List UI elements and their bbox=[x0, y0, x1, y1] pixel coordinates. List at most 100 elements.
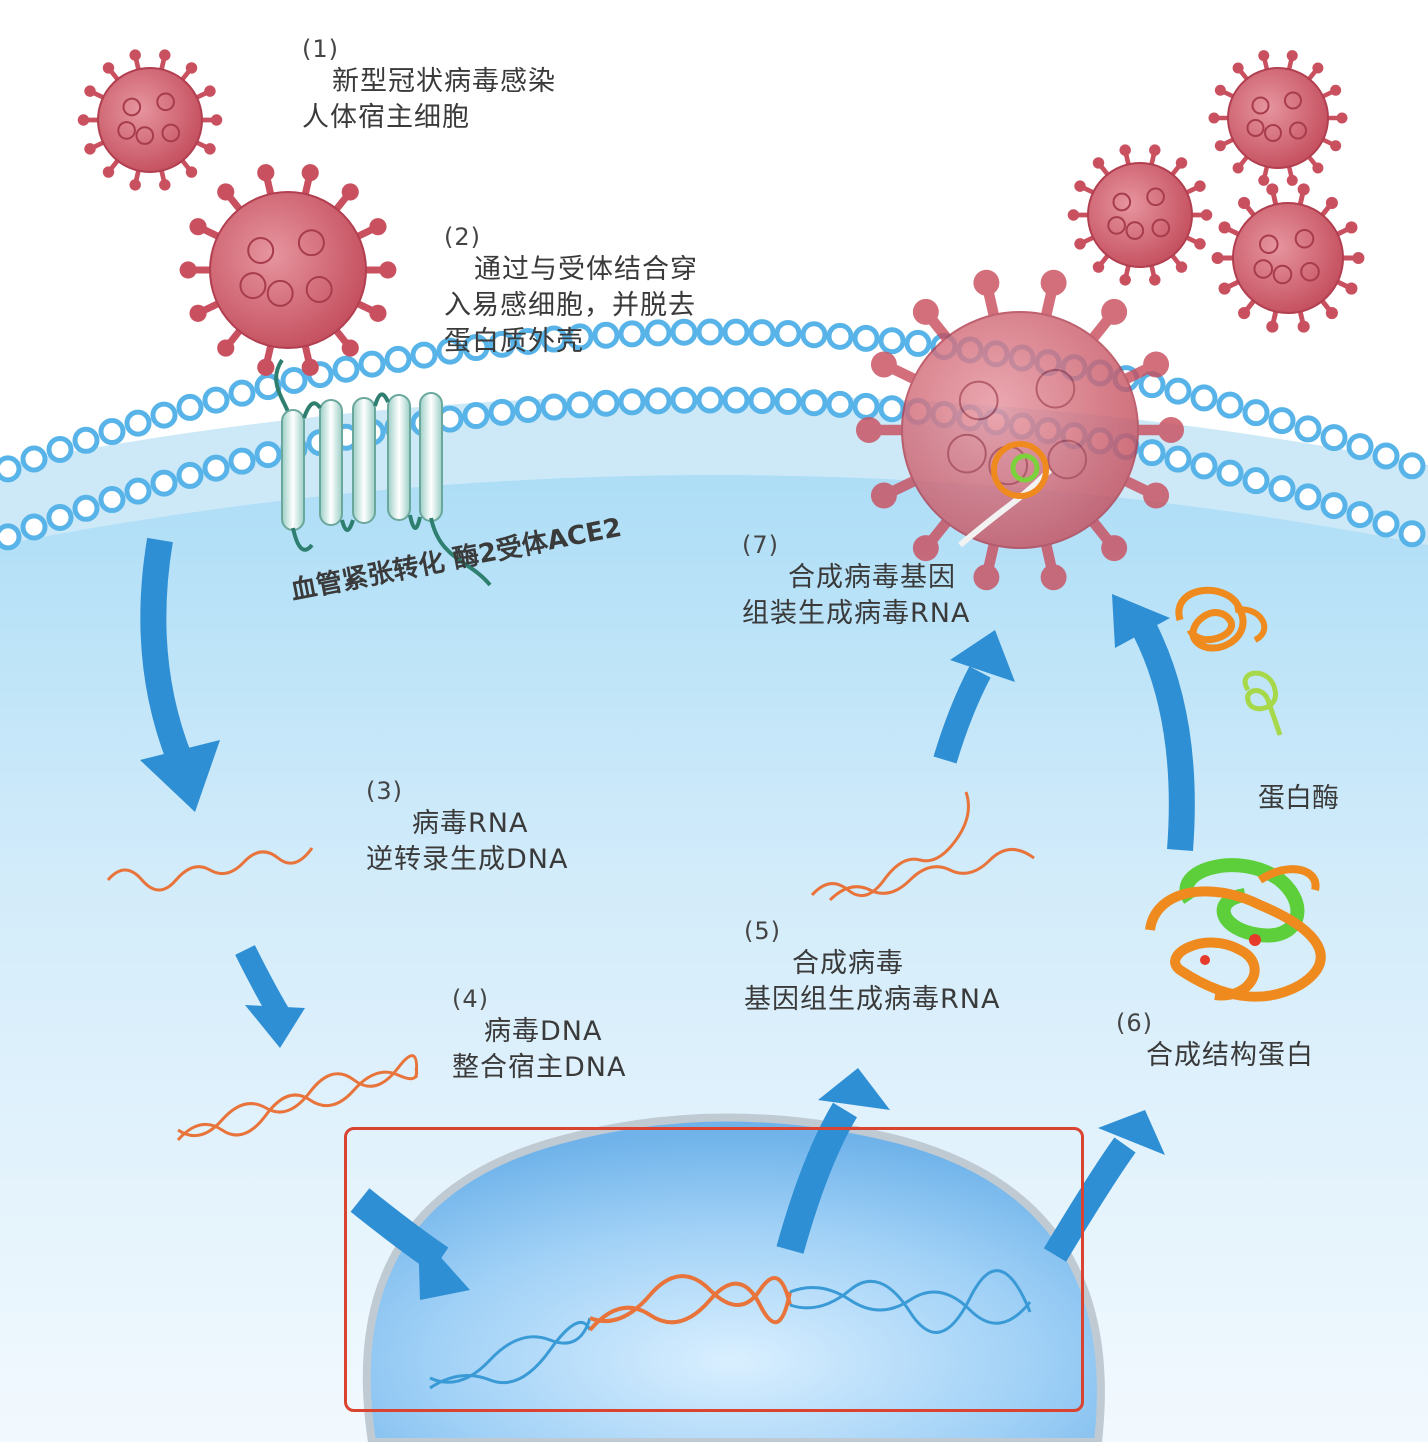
lipid-head bbox=[1164, 445, 1192, 473]
lipid-head bbox=[488, 330, 516, 358]
lipid-head bbox=[592, 321, 620, 349]
lipid-head bbox=[1216, 459, 1244, 487]
coronavirus-particle bbox=[1211, 183, 1365, 333]
lipid-head bbox=[618, 320, 646, 348]
lipid-head bbox=[852, 324, 880, 352]
viral-rna-strand bbox=[106, 847, 314, 892]
nucleus-highlight-box bbox=[344, 1127, 1084, 1412]
lipid-head bbox=[1268, 407, 1296, 435]
lipid-head bbox=[1372, 510, 1400, 538]
lipid-head bbox=[1398, 452, 1426, 480]
step-4-label: (4) 病毒DNA 整合宿主DNA bbox=[452, 985, 627, 1083]
lipid-head bbox=[150, 469, 178, 497]
lipid-head bbox=[566, 323, 594, 351]
lipid-head bbox=[722, 318, 750, 346]
process-arrow bbox=[1112, 594, 1195, 851]
lipid-head bbox=[878, 395, 906, 423]
lipid-head bbox=[670, 386, 698, 414]
lipid-head bbox=[1346, 433, 1374, 461]
lipid-head bbox=[1398, 520, 1426, 548]
lipid-head bbox=[436, 337, 464, 365]
lipid-head bbox=[98, 486, 126, 514]
lipid-head bbox=[202, 386, 230, 414]
lipid-head bbox=[1294, 483, 1322, 511]
lipid-head bbox=[696, 386, 724, 414]
lipid-head bbox=[592, 389, 620, 417]
lipid-head bbox=[176, 393, 204, 421]
lipid-head bbox=[384, 345, 412, 373]
process-arrow bbox=[235, 945, 305, 1048]
lipid-head bbox=[852, 392, 880, 420]
lipid-head bbox=[1320, 424, 1348, 452]
lipid-head bbox=[566, 391, 594, 419]
lipid-head bbox=[72, 494, 100, 522]
lipid-head bbox=[1164, 377, 1192, 405]
lipid-head bbox=[228, 379, 256, 407]
step-7-label: (7) 合成病毒基因 组装生成病毒RNA bbox=[742, 531, 971, 629]
lipid-head bbox=[1294, 415, 1322, 443]
lipid-head bbox=[1138, 371, 1166, 399]
lipid-head bbox=[540, 325, 568, 353]
lipid-head bbox=[644, 387, 672, 415]
step-1-label: (1) 新型冠状病毒感染 人体宿主细胞 bbox=[302, 35, 556, 133]
lipid-head bbox=[72, 426, 100, 454]
virus-group bbox=[77, 49, 1365, 376]
lipid-head bbox=[644, 319, 672, 347]
lipid-head bbox=[774, 320, 802, 348]
coronavirus-particle bbox=[77, 49, 223, 191]
lipid-head bbox=[20, 513, 48, 541]
lipid-head bbox=[176, 461, 204, 489]
lipid-head bbox=[826, 322, 854, 350]
lipid-head bbox=[1346, 501, 1374, 529]
process-arrow bbox=[1043, 1110, 1165, 1262]
lipid-head bbox=[228, 447, 256, 475]
lipid-head bbox=[46, 435, 74, 463]
lipid-head bbox=[488, 398, 516, 426]
coronavirus-particle bbox=[1067, 144, 1213, 286]
lipid-head bbox=[1190, 452, 1218, 480]
lipid-head bbox=[46, 503, 74, 531]
viral-rna-strand-b bbox=[828, 848, 1035, 902]
lipid-head bbox=[1242, 399, 1270, 427]
lipid-head bbox=[618, 388, 646, 416]
lipid-head bbox=[670, 318, 698, 346]
process-arrow bbox=[933, 630, 1015, 764]
assembling-virus bbox=[855, 269, 1185, 591]
lipid-head bbox=[696, 318, 724, 346]
lipid-head bbox=[1190, 384, 1218, 412]
lipid-head bbox=[1138, 439, 1166, 467]
lipid-head bbox=[878, 327, 906, 355]
lipid-head bbox=[540, 393, 568, 421]
lipid-head bbox=[1242, 467, 1270, 495]
lipid-head bbox=[722, 386, 750, 414]
lipid-head bbox=[202, 454, 230, 482]
process-arrow bbox=[350, 1188, 470, 1300]
lipid-head bbox=[1372, 442, 1400, 470]
lipid-head bbox=[514, 328, 542, 356]
process-arrow bbox=[140, 537, 220, 812]
lipid-head bbox=[1216, 391, 1244, 419]
lipid-head bbox=[748, 387, 776, 415]
coronavirus-particle bbox=[1208, 50, 1348, 186]
lipid-head bbox=[904, 329, 932, 357]
lipid-head bbox=[800, 321, 828, 349]
lipid-head bbox=[150, 401, 178, 429]
lipid-head bbox=[800, 389, 828, 417]
protease-enzymes bbox=[1175, 586, 1283, 736]
flow-arrows bbox=[140, 537, 1195, 1300]
lipid-head bbox=[462, 402, 490, 430]
lipid-head bbox=[462, 334, 490, 362]
step-6-label: (6) 合成结构蛋白 bbox=[1116, 1009, 1314, 1071]
lipid-head bbox=[254, 441, 282, 469]
coronavirus-particle bbox=[855, 269, 1185, 591]
process-arrow bbox=[776, 1068, 890, 1254]
lipid-head bbox=[774, 388, 802, 416]
lipid-head bbox=[332, 355, 360, 383]
structural-protein bbox=[1145, 858, 1326, 1002]
lipid-head bbox=[826, 390, 854, 418]
lipid-head bbox=[514, 396, 542, 424]
lipid-head bbox=[98, 418, 126, 446]
lipid-head bbox=[280, 366, 308, 394]
step-5-label: (5) 合成病毒 基因组生成病毒RNA bbox=[744, 917, 1001, 1015]
lipid-head bbox=[748, 319, 776, 347]
